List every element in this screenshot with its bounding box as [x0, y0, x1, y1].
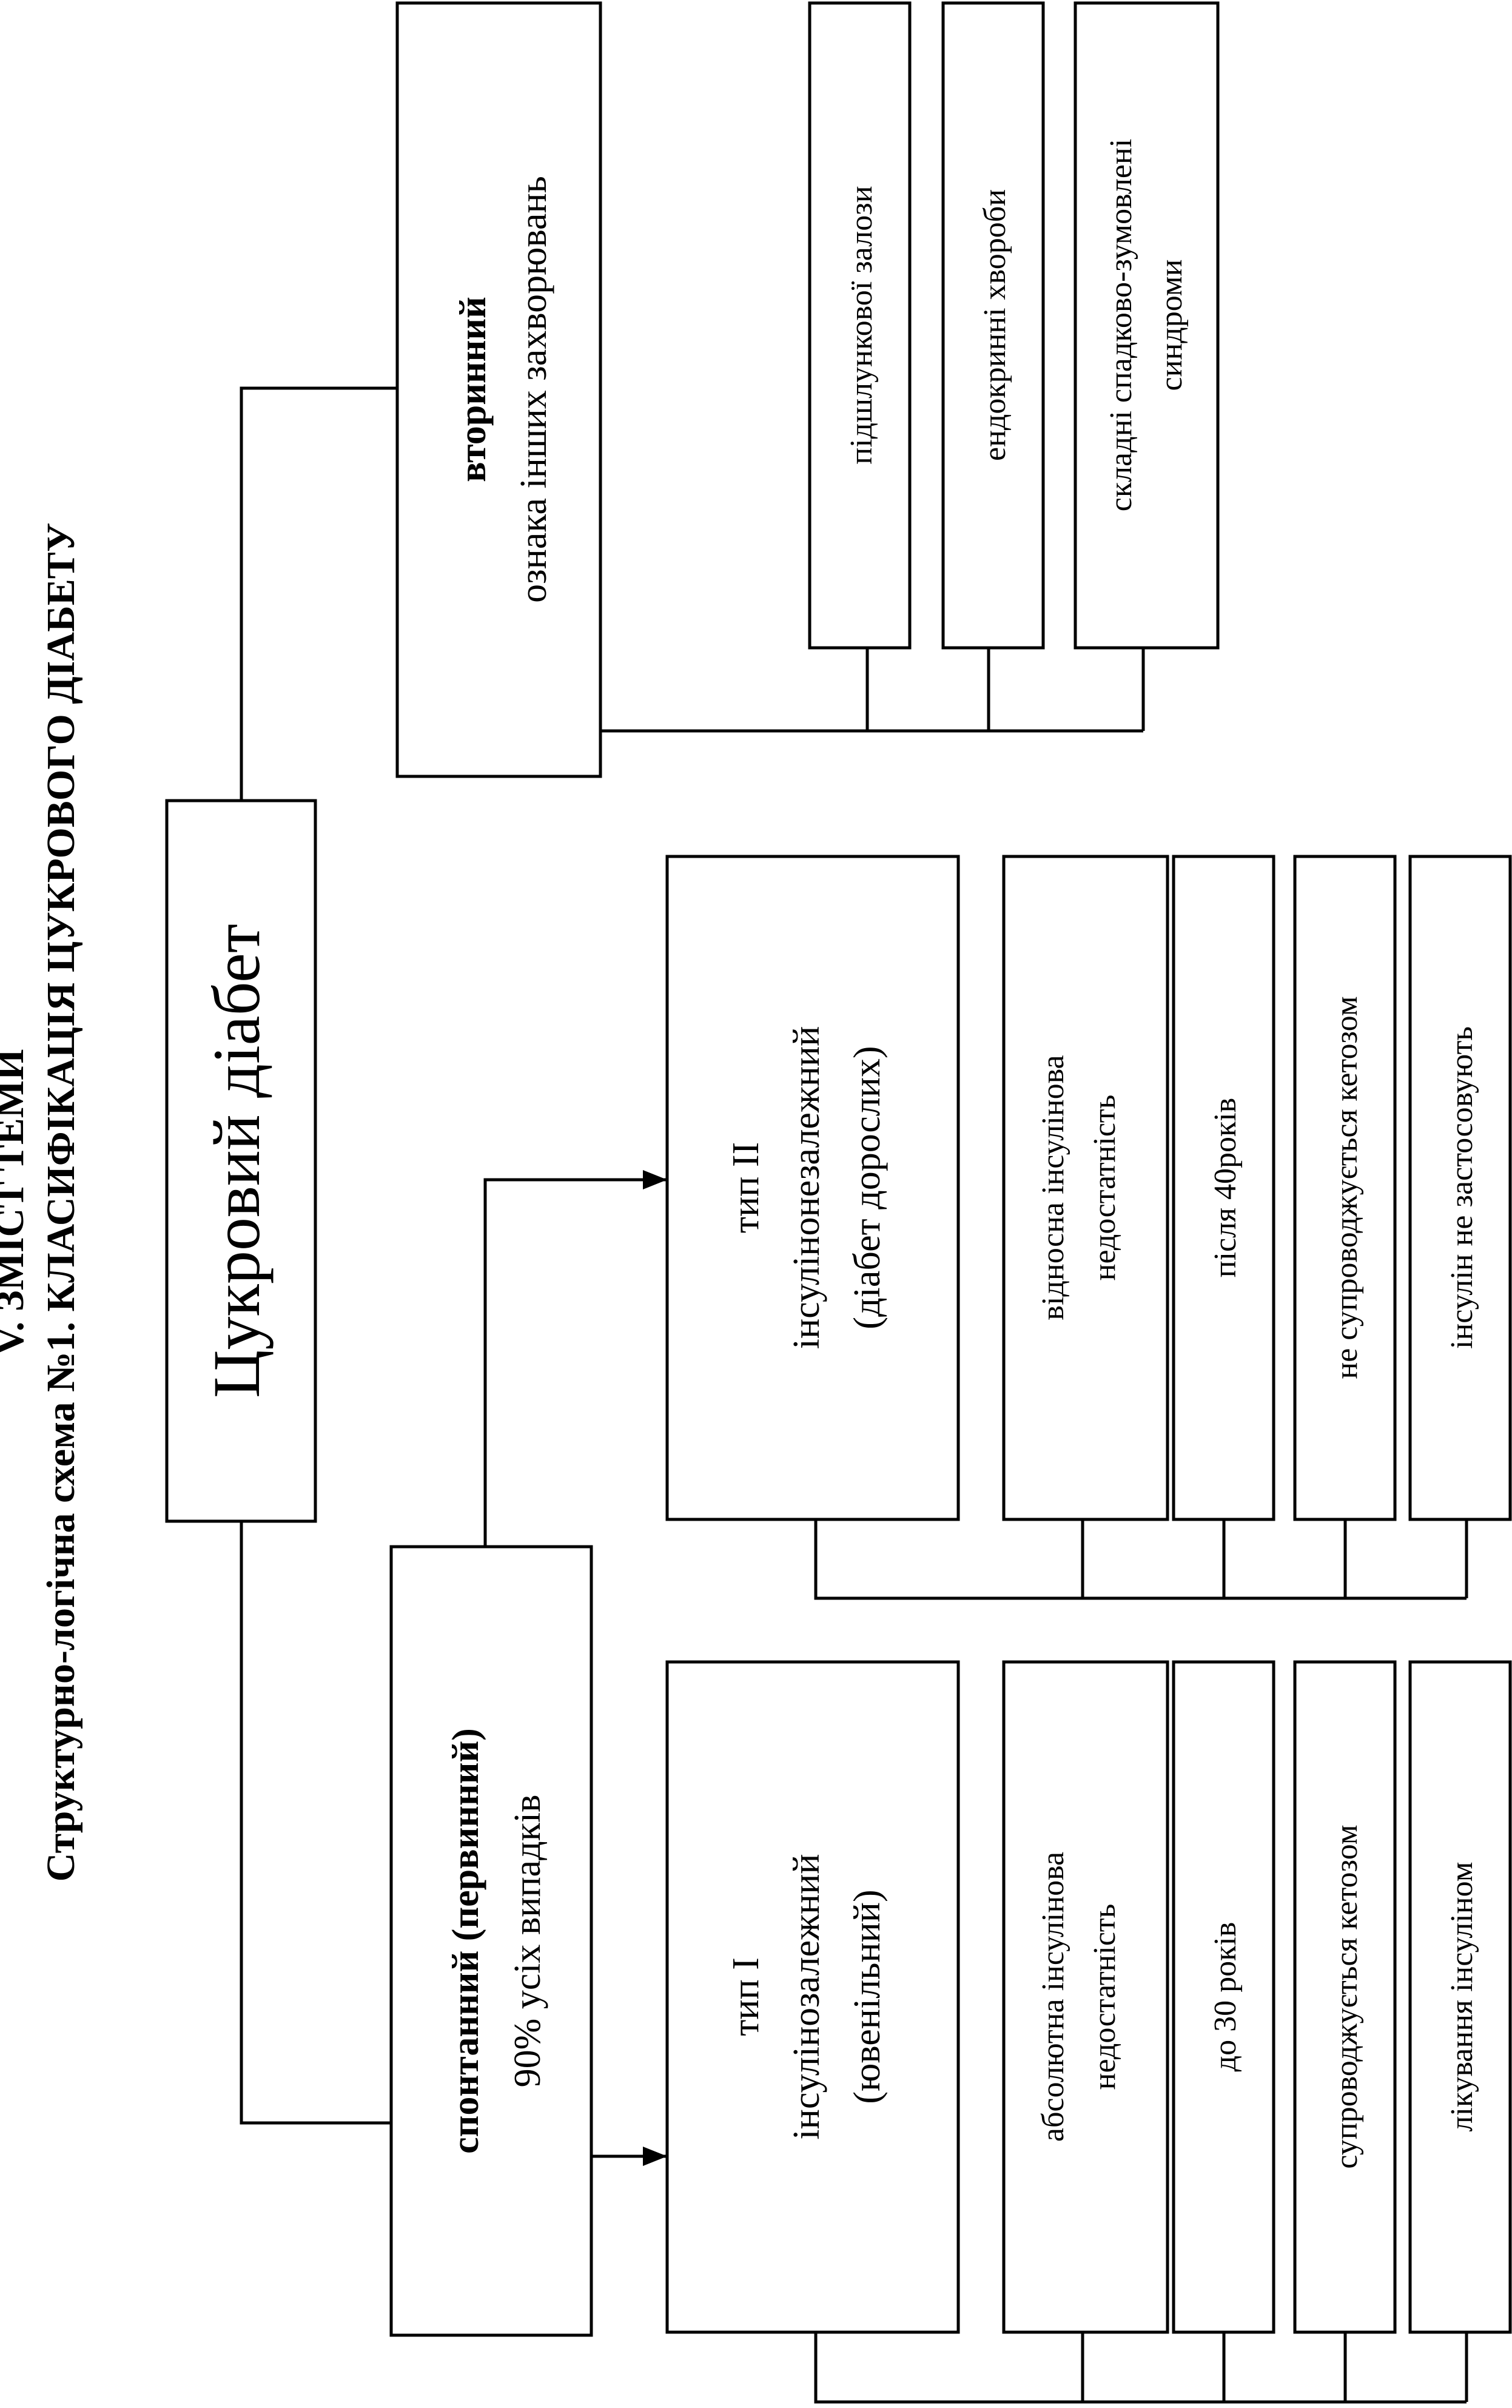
- type1-feature-1-line1: абсолютна інсулінова: [1036, 1852, 1070, 2142]
- type2-feature-1: відносна інсулінова недостатність: [1002, 855, 1169, 1521]
- root-node: Цукровий діабет: [165, 799, 317, 1523]
- secondary-item-3: складні спадково-зумовлені синдроми: [1074, 1, 1220, 650]
- connector-lines: [240, 386, 1468, 2404]
- secondary-item-2-label: ендокринні хвороби: [978, 189, 1012, 461]
- type1-feature-4: лікування інсуліном: [1408, 1660, 1512, 2334]
- type1-line3: (ювенільний): [847, 1889, 888, 2104]
- type2-feature-3: не супроводжується кетозом: [1293, 855, 1397, 1521]
- type2-feature-3-label: не супроводжується кетозом: [1329, 996, 1364, 1379]
- secondary-title: вторинний: [452, 297, 494, 482]
- primary-title: спонтанний (первинний): [445, 1728, 486, 2154]
- type2-feature-2: після 40років: [1172, 855, 1275, 1521]
- primary-subtitle: 90% усіх випадків: [507, 1795, 548, 2088]
- type2-line1: тип ІІ: [725, 1142, 767, 1233]
- type1-feature-1: абсолютна інсулінова недостатність: [1002, 1660, 1169, 2334]
- secondary-item-2: ендокринні хвороби: [941, 1, 1045, 650]
- type2-node: тип ІІ інсулінонезалежний (діабет доросл…: [665, 855, 960, 1521]
- secondary-item-1-label: підшлункової залози: [844, 186, 879, 464]
- type2-line2: інсулінонезалежний: [786, 1026, 827, 1350]
- type2-feature-2-label: після 40років: [1208, 1098, 1243, 1278]
- secondary-subtitle: ознака інших захворювань: [513, 176, 554, 603]
- scheme-title: Структурно-логічна схема №1. КЛАСИФІКАЦІ…: [39, 523, 83, 1882]
- type1-feature-4-label: лікування інсуліном: [1445, 1862, 1479, 2132]
- type1-feature-3: супроводжується кетозом: [1293, 1660, 1397, 2334]
- root-label: Цукровий діабет: [200, 924, 274, 1398]
- type1-feature-3-label: супроводжується кетозом: [1329, 1824, 1364, 2168]
- type1-feature-2-label: до 30 років: [1208, 1922, 1243, 2072]
- type1-line1: тип І: [725, 1957, 767, 2036]
- type2-line3: (діабет дорослих): [847, 1046, 888, 1329]
- type2-feature-4: інсулін не застосовують: [1408, 855, 1512, 1521]
- secondary-item-1: підшлункової залози: [808, 1, 912, 650]
- secondary-item-3-line1: складні спадково-зумовлені: [1104, 139, 1138, 512]
- type1-feature-1-line2: недостатність: [1087, 1904, 1122, 2090]
- section-title: V. ЗМІСТ ТЕМИ: [0, 1049, 32, 1356]
- type2-feature-1-line2: недостатність: [1087, 1095, 1122, 1281]
- type1-node: тип І інсулінозалежний (ювенільний): [665, 1660, 960, 2334]
- type2-feature-4-label: інсулін не застосовують: [1445, 1026, 1479, 1349]
- secondary-node: вторинний ознака інших захворювань: [395, 1, 602, 778]
- type2-feature-1-line1: відносна інсулінова: [1036, 1055, 1070, 1320]
- secondary-item-3-line2: синдроми: [1154, 260, 1189, 391]
- type1-line2: інсулінозалежний: [786, 1854, 827, 2139]
- primary-node: спонтанний (первинний) 90% усіх випадків: [389, 1545, 593, 2337]
- type1-feature-2: до 30 років: [1172, 1660, 1275, 2334]
